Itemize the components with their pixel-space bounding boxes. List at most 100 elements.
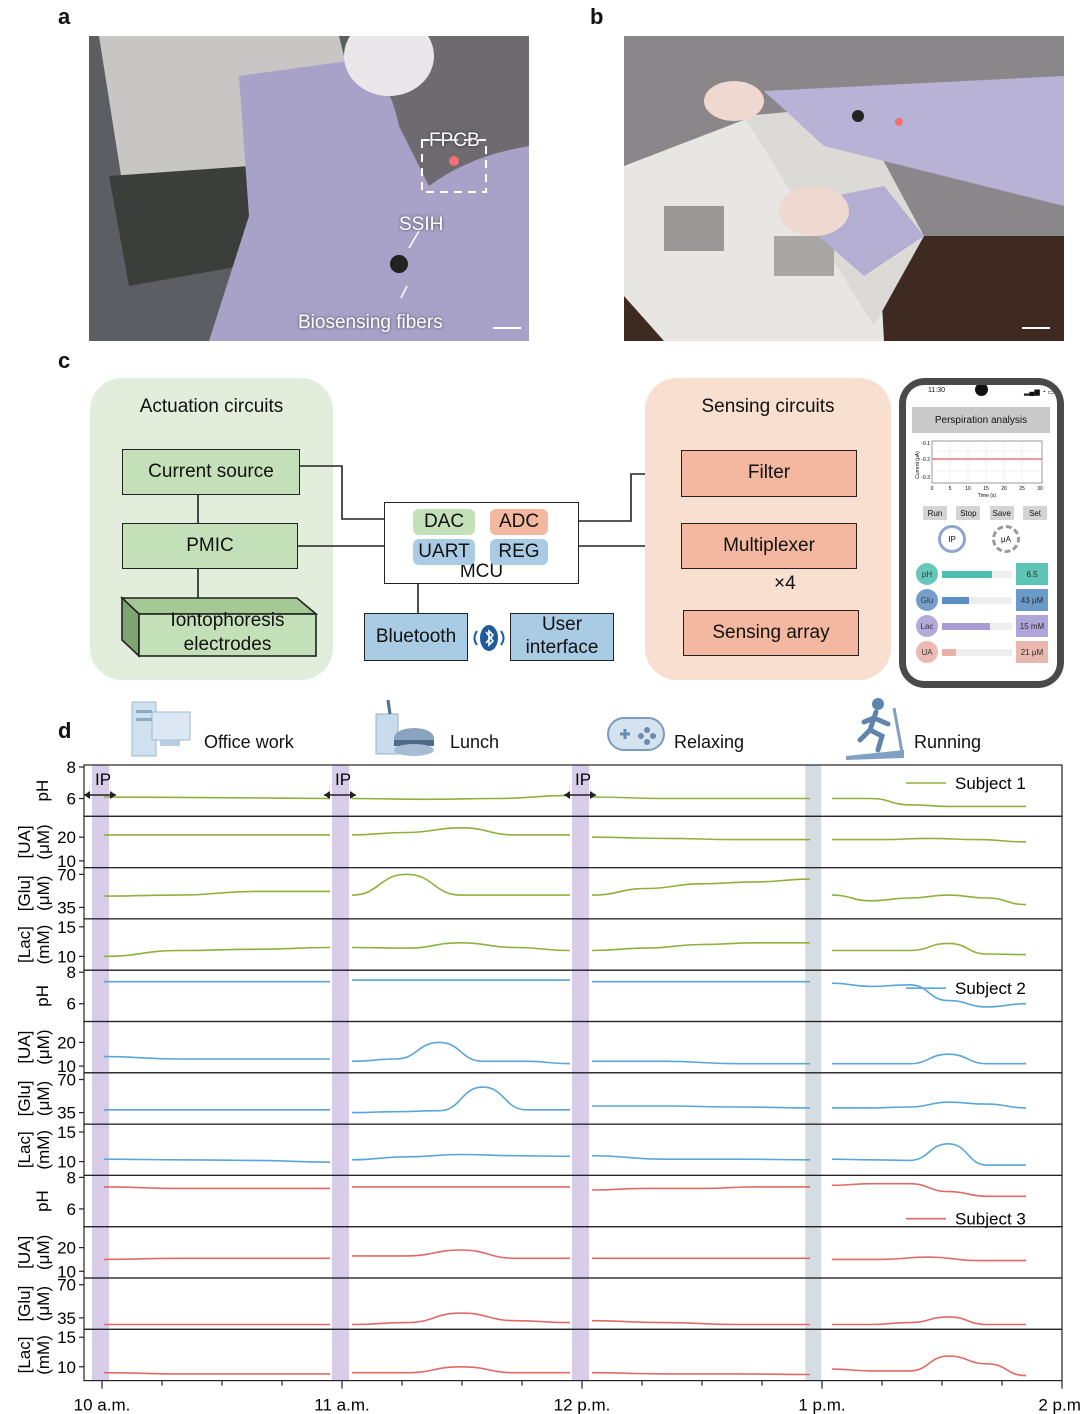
row-label-line: [UA] [15, 1031, 34, 1064]
phone-xtick-6: 30 [1037, 486, 1043, 492]
xtick-label-4: 2 p.m. [1038, 1396, 1080, 1414]
phone-ua-dial[interactable]: μA [992, 525, 1020, 553]
phone-row-bar-fill [942, 623, 990, 630]
phone-x-axis: Time (s) [978, 493, 996, 499]
row-label-line: (μM) [34, 1235, 53, 1270]
row-label: pH [33, 985, 52, 1007]
series-line-subject-1 [831, 797, 1026, 808]
series-line-subject-1 [351, 941, 571, 952]
series-line-subject-2 [351, 1086, 570, 1114]
ytick-label: 35 [57, 1104, 76, 1123]
phone-time: 11:30 [928, 387, 945, 394]
ytick-label: 8 [67, 1168, 76, 1187]
ytick-label: 70 [57, 1276, 76, 1295]
row-label-line: pH [33, 780, 52, 802]
phone-ytick-0: -0.1 [921, 441, 930, 447]
ip-label-2: IP [575, 770, 591, 789]
phone-run-button[interactable]: Run [923, 506, 947, 520]
series-line-subject-2 [832, 1053, 1026, 1065]
ytick-label: 20 [57, 828, 76, 847]
series-line-subject-2 [351, 1153, 571, 1161]
series-line-subject-1 [591, 836, 810, 841]
panel-letter-a: a [58, 4, 71, 29]
row-label-line: (μM) [34, 876, 53, 911]
phone-screen: 11:30 ▂▄▆ ◔ ▭ Perspiration analysis -0.1… [906, 385, 1057, 681]
ytick-label: 35 [57, 898, 76, 917]
phone-save-button[interactable]: Save [989, 506, 1014, 520]
phone-xtick-5: 25 [1019, 486, 1025, 492]
row-label-line: [Lac] [15, 926, 34, 963]
phone-xtick-0: 0 [931, 486, 934, 492]
biosensing-fibers-label: Biosensing fibers [298, 312, 443, 333]
running-icon [846, 698, 904, 760]
ytick-label: 6 [67, 790, 76, 809]
phone-ytick-2: -0.3 [921, 475, 930, 481]
series-line-subject-3 [831, 1355, 1027, 1377]
ytick-label: 10 [57, 1358, 76, 1377]
row-label-line: (μM) [34, 1030, 53, 1065]
phone-row-badge: Glu [916, 589, 938, 611]
electrodes-3d [119, 596, 319, 658]
row-label-line: (μM) [34, 1286, 53, 1321]
ytick-label: 20 [57, 1239, 76, 1258]
row-label: pH [33, 1190, 52, 1212]
status-icons: ▂▄▆ ◔ ▭ [1024, 389, 1055, 396]
ytick-label: 6 [67, 995, 76, 1014]
fpcb-label: FPCB [429, 130, 480, 151]
series-line-subject-3 [103, 1186, 330, 1190]
series-line-subject-3 [831, 1182, 1026, 1198]
photo-a-illustration [89, 36, 529, 341]
photo-b-illustration [624, 36, 1064, 341]
ip-label-0: IP [95, 770, 111, 789]
ytick-label: 35 [57, 1309, 76, 1328]
sweat-timeseries-chart: 86pH2010[UA](μM)7035[Glu](μM)1510[Lac](m… [15, 760, 1080, 1414]
phone-row-bar [942, 571, 1012, 578]
phone-set-button[interactable]: Set [1022, 506, 1047, 520]
camera-notch [975, 385, 988, 396]
ytick-label: 8 [67, 963, 76, 982]
row-label-line: [UA] [15, 825, 34, 858]
series-line-subject-3 [591, 1319, 810, 1326]
row-label-line: [Glu] [15, 1080, 34, 1116]
row-frame-11 [83, 1328, 1063, 1382]
row-label: [Glu](μM) [15, 875, 53, 911]
activity-office-work: Office work [204, 732, 294, 752]
row-label: [UA](μM) [15, 824, 53, 859]
phone-stop-button[interactable]: Stop [956, 506, 981, 520]
reg-tag: REG [490, 539, 548, 565]
series-line-subject-2 [831, 982, 1027, 1008]
ytick-label: 6 [67, 1200, 76, 1219]
series-line-subject-2 [592, 1105, 811, 1109]
user-interface-box: User interface [510, 613, 614, 661]
row-label-line: (mM) [34, 925, 53, 965]
legend-label-2: Subject 2 [955, 979, 1026, 998]
gamepad-icon [607, 717, 665, 751]
xtick-label-3: 1 p.m. [798, 1396, 845, 1414]
ytick-label: 10 [57, 1057, 76, 1076]
sensing-title: Sensing circuits [701, 396, 835, 417]
series-line-subject-1 [351, 826, 570, 836]
phone-ip-dial[interactable]: IP [938, 525, 966, 553]
ytick-label: 15 [57, 1328, 76, 1347]
row-label: [Lac](mM) [15, 1335, 53, 1375]
phone-row-value: 6.5 [1016, 563, 1048, 585]
phone-ytick-1: -0.2 [921, 457, 930, 463]
series-line-subject-1 [591, 942, 810, 952]
ytick-label: 10 [57, 1262, 76, 1281]
legend-label-1: Subject 1 [955, 774, 1026, 793]
ytick-label: 15 [57, 918, 76, 937]
phone-row-value: 15 mM [1016, 615, 1048, 637]
current-source-box: Current source [122, 449, 300, 495]
office-work-icon [131, 701, 191, 757]
photo-a: FPCB SSIH Biosensing fibers [89, 36, 529, 341]
mcu-label: MCU [459, 561, 504, 583]
dac-tag: DAC [413, 509, 475, 535]
series-line-subject-1 [351, 873, 570, 896]
panel-letter-d: d [58, 718, 72, 743]
row-label-line: (μM) [34, 1081, 53, 1116]
xtick-label-0: 10 a.m. [74, 1396, 131, 1414]
row-label-line: [UA] [15, 1236, 34, 1269]
row-label-line: [Glu] [15, 1286, 34, 1322]
phone-row-bar [942, 597, 1012, 604]
